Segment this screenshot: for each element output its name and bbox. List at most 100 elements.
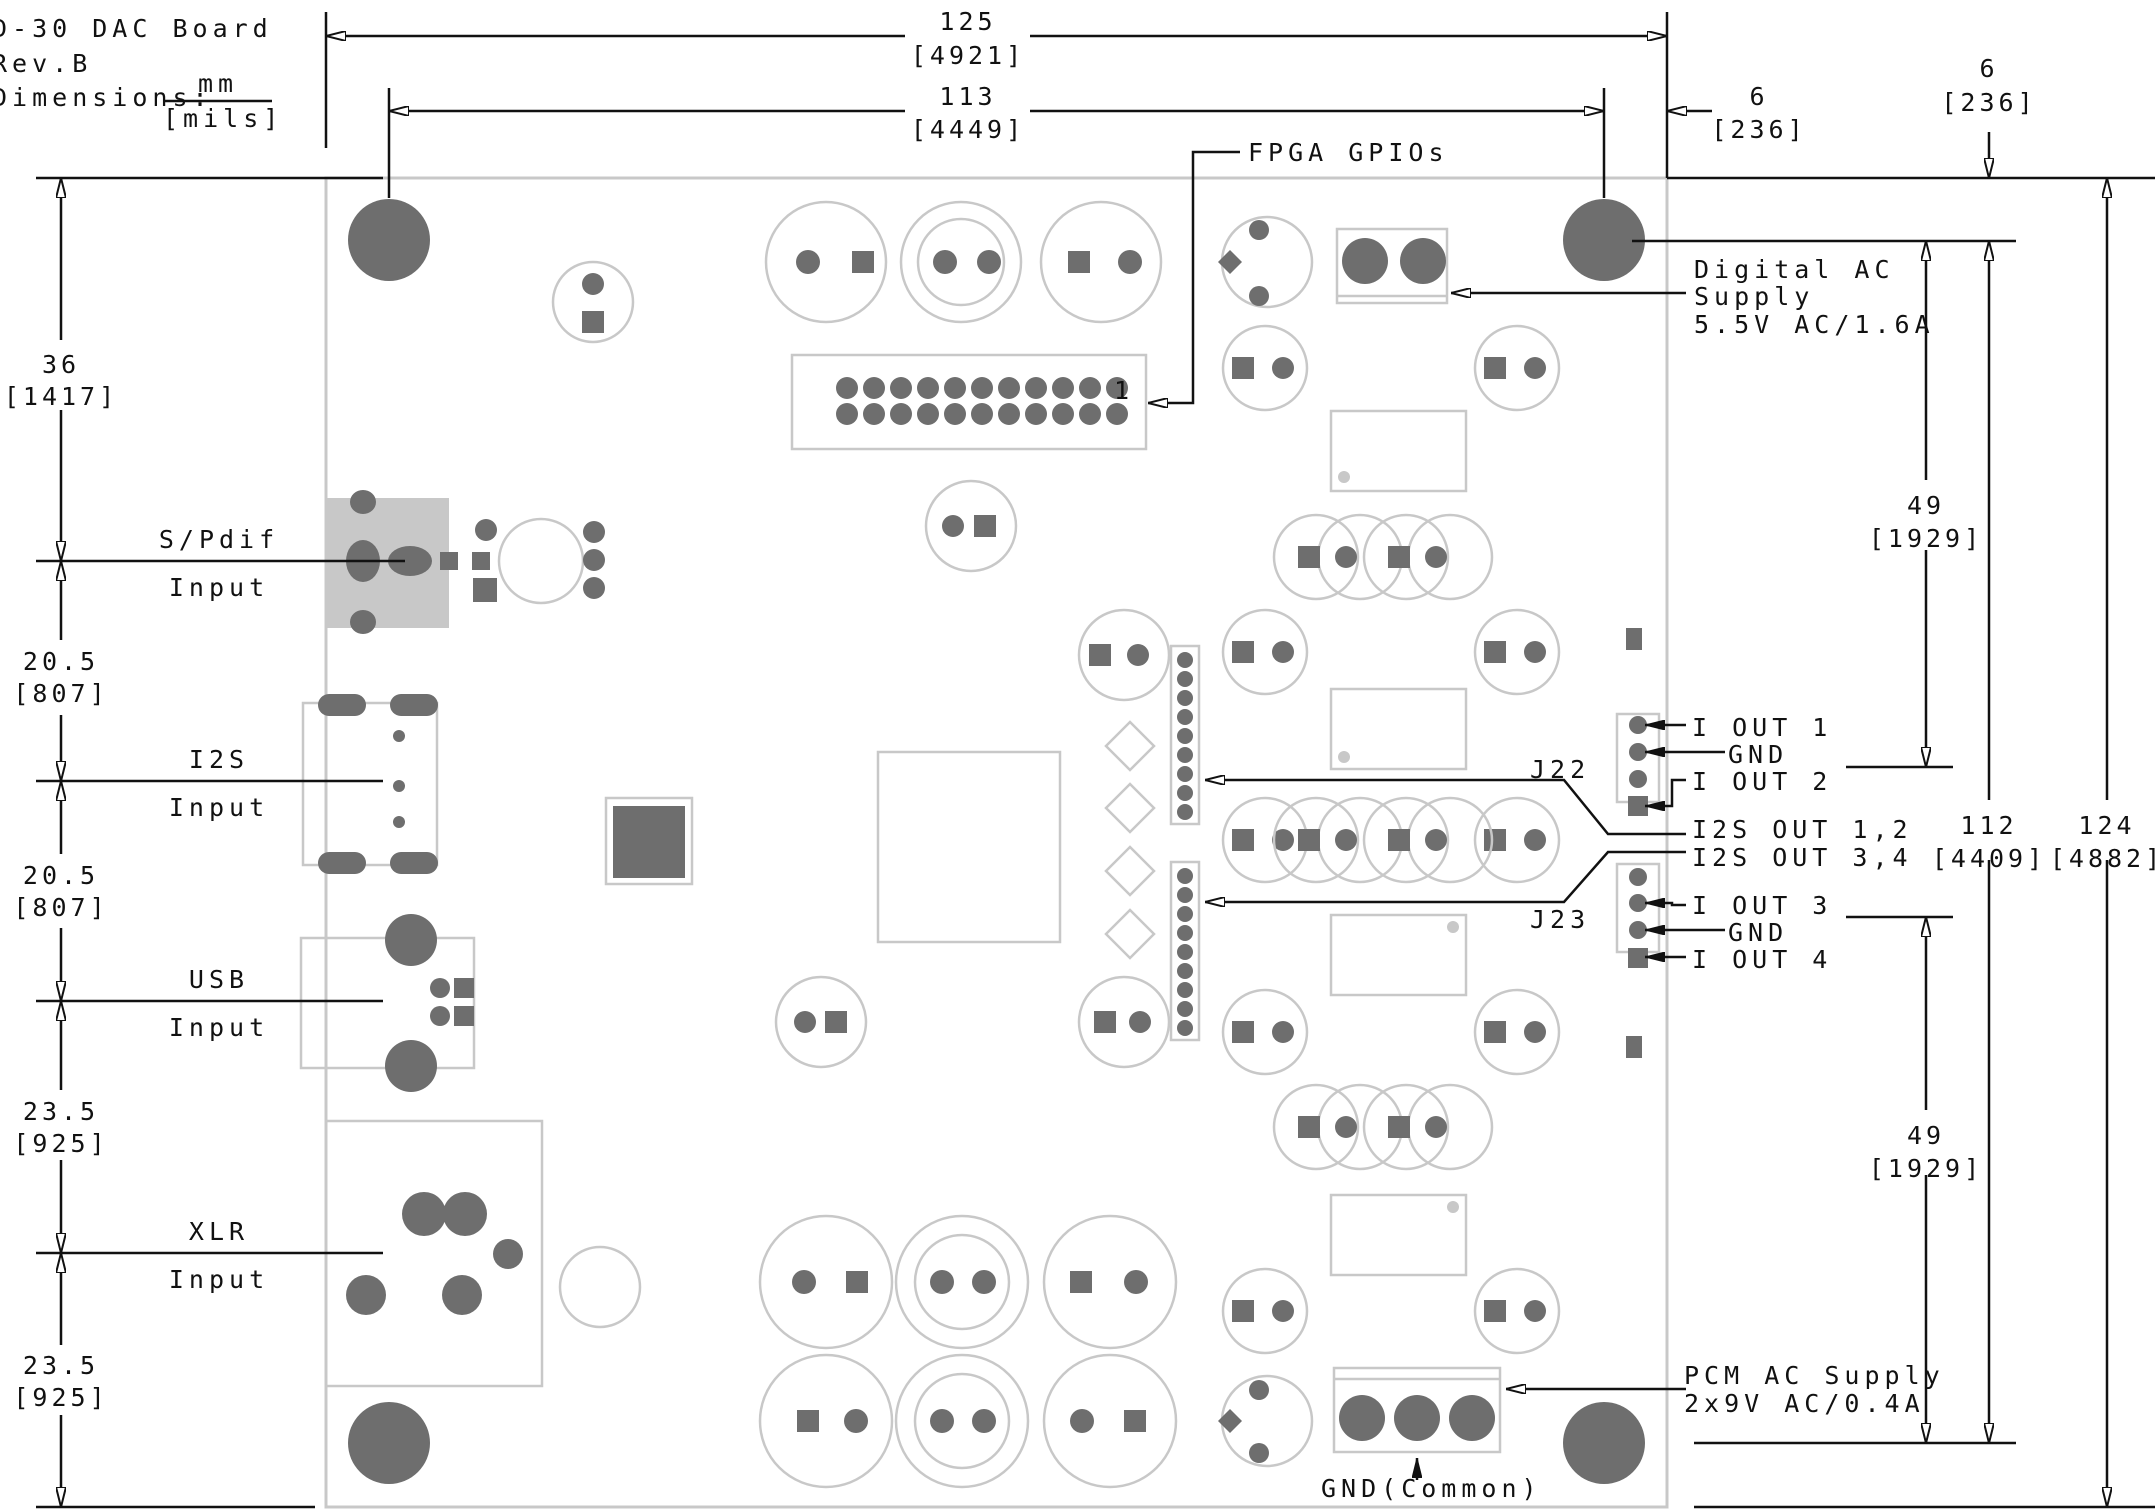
mounting-hole-bottom-right: [1563, 1402, 1645, 1484]
i2s-out-12-label: I2S OUT 1,2: [1692, 815, 1913, 844]
unit-mils: [mils]: [163, 104, 283, 133]
pad: [1177, 671, 1193, 687]
pad: [1362, 1083, 1450, 1171]
fpga-header-pins: [836, 377, 1128, 425]
pad: [1177, 963, 1193, 979]
dim-upper-out-mm: 49: [1907, 491, 1945, 520]
pad: [1232, 1300, 1254, 1322]
mounting-holes: [348, 199, 1645, 1484]
pad: [1232, 829, 1254, 851]
pad: [1272, 513, 1360, 601]
pad: [998, 403, 1020, 425]
pad: [944, 403, 966, 425]
pad: [1484, 641, 1506, 663]
pad: [1177, 766, 1193, 782]
dim-left-top-mils: [1417]: [4, 382, 118, 411]
pad: [1335, 1116, 1357, 1138]
dim-top-margin-mils: [236]: [1941, 88, 2036, 117]
pad: [1524, 641, 1546, 663]
pad: [1406, 796, 1494, 884]
pad: [1629, 716, 1647, 734]
dim-overall-height-mils: [4882]: [2050, 844, 2155, 873]
dim-overall-height-mm: 124: [2078, 811, 2135, 840]
pcm-ac-line2: 2x9V AC/0.4A: [1684, 1389, 1925, 1418]
input-xlr-sub: Input: [169, 1265, 269, 1294]
j23-label: J23: [1530, 905, 1590, 934]
pad: [1177, 1020, 1193, 1036]
pad: [890, 403, 912, 425]
dim-left-i2s-mils: [807]: [13, 893, 108, 922]
pad: [1484, 357, 1506, 379]
input-usb-sub: Input: [169, 1013, 269, 1042]
pad: [836, 377, 858, 399]
pad: [1298, 1116, 1320, 1138]
j22-label: J22: [1530, 755, 1590, 784]
pad: [1106, 377, 1128, 399]
pad: [971, 403, 993, 425]
pad: [1232, 641, 1254, 663]
pad: [1298, 829, 1320, 851]
gnd-1-label: GND: [1728, 740, 1788, 769]
pad: [917, 403, 939, 425]
title-line-2: Rev.B: [0, 49, 92, 78]
pad: [1628, 796, 1648, 816]
pin1-label: 1: [1114, 376, 1133, 405]
pad: [1177, 868, 1193, 884]
pad: [1272, 1083, 1360, 1171]
dim-lower-out-mm: 49: [1907, 1121, 1945, 1150]
pad: [1272, 1300, 1294, 1322]
pad: [1362, 796, 1450, 884]
input-i2s-label: I2S: [189, 745, 249, 774]
pad: [1272, 1021, 1294, 1043]
pad: [1473, 796, 1561, 884]
input-usb-label: USB: [189, 965, 249, 994]
dim-left-usb-mm: 23.5: [23, 1097, 99, 1126]
pad: [1524, 1300, 1546, 1322]
dim-left-top-mm: 36: [42, 350, 80, 379]
pad: [1272, 357, 1294, 379]
pad: [1388, 829, 1410, 851]
input-labels: S/Pdif Input I2S Input USB Input XLR Inp…: [159, 525, 279, 1294]
dim-left-xlr-mils: [925]: [13, 1383, 108, 1412]
pad: [1425, 829, 1447, 851]
dim-left-spdif-mm: 20.5: [23, 647, 99, 676]
pad: [1272, 641, 1294, 663]
input-spdif-label: S/Pdif: [159, 525, 279, 554]
title-block: D-30 DAC Board Rev.B Dimensions: mm [mil…: [0, 14, 283, 133]
dim-hole-height-mm: 112: [1960, 811, 2017, 840]
digital-ac-line3: 5.5V AC/1.6A: [1694, 310, 1935, 339]
mounting-hole-bottom-left: [348, 1402, 430, 1484]
pad: [1232, 1021, 1254, 1043]
pad: [1177, 652, 1193, 668]
dim-hole-height-mils: [4409]: [1932, 844, 2046, 873]
pad: [1628, 948, 1648, 968]
digital-ac-line1: Digital AC: [1694, 255, 1895, 284]
pad: [1524, 829, 1546, 851]
dimension-lines: [36, 12, 2155, 1509]
dim-left-i2s-mm: 20.5: [23, 861, 99, 890]
digital-ac-line2: Supply: [1694, 282, 1814, 311]
pad: [944, 377, 966, 399]
pad: [1272, 796, 1360, 884]
pad: [1388, 1116, 1410, 1138]
pcb-components: [299, 200, 1661, 1489]
pad: [1335, 829, 1357, 851]
pad: [1221, 608, 1309, 696]
pad: [1524, 1021, 1546, 1043]
pad: [1052, 377, 1074, 399]
dim-hole-span-mm: 113: [939, 82, 996, 111]
callouts: FPGA GPIOs 1 Digital AC Supply 5.5V AC/1…: [1114, 138, 1945, 1503]
pad: [1473, 324, 1561, 412]
dim-upper-out-mils: [1929]: [1869, 524, 1983, 553]
pad: [1177, 906, 1193, 922]
pad: [1079, 377, 1101, 399]
pad: [1177, 804, 1193, 820]
pad: [917, 377, 939, 399]
pad: [1177, 944, 1193, 960]
pad: [1232, 357, 1254, 379]
pcm-ac-line1: PCM AC Supply: [1684, 1361, 1945, 1390]
mounting-hole-top-right: [1563, 199, 1645, 281]
pad: [1177, 982, 1193, 998]
pad: [1484, 1021, 1506, 1043]
